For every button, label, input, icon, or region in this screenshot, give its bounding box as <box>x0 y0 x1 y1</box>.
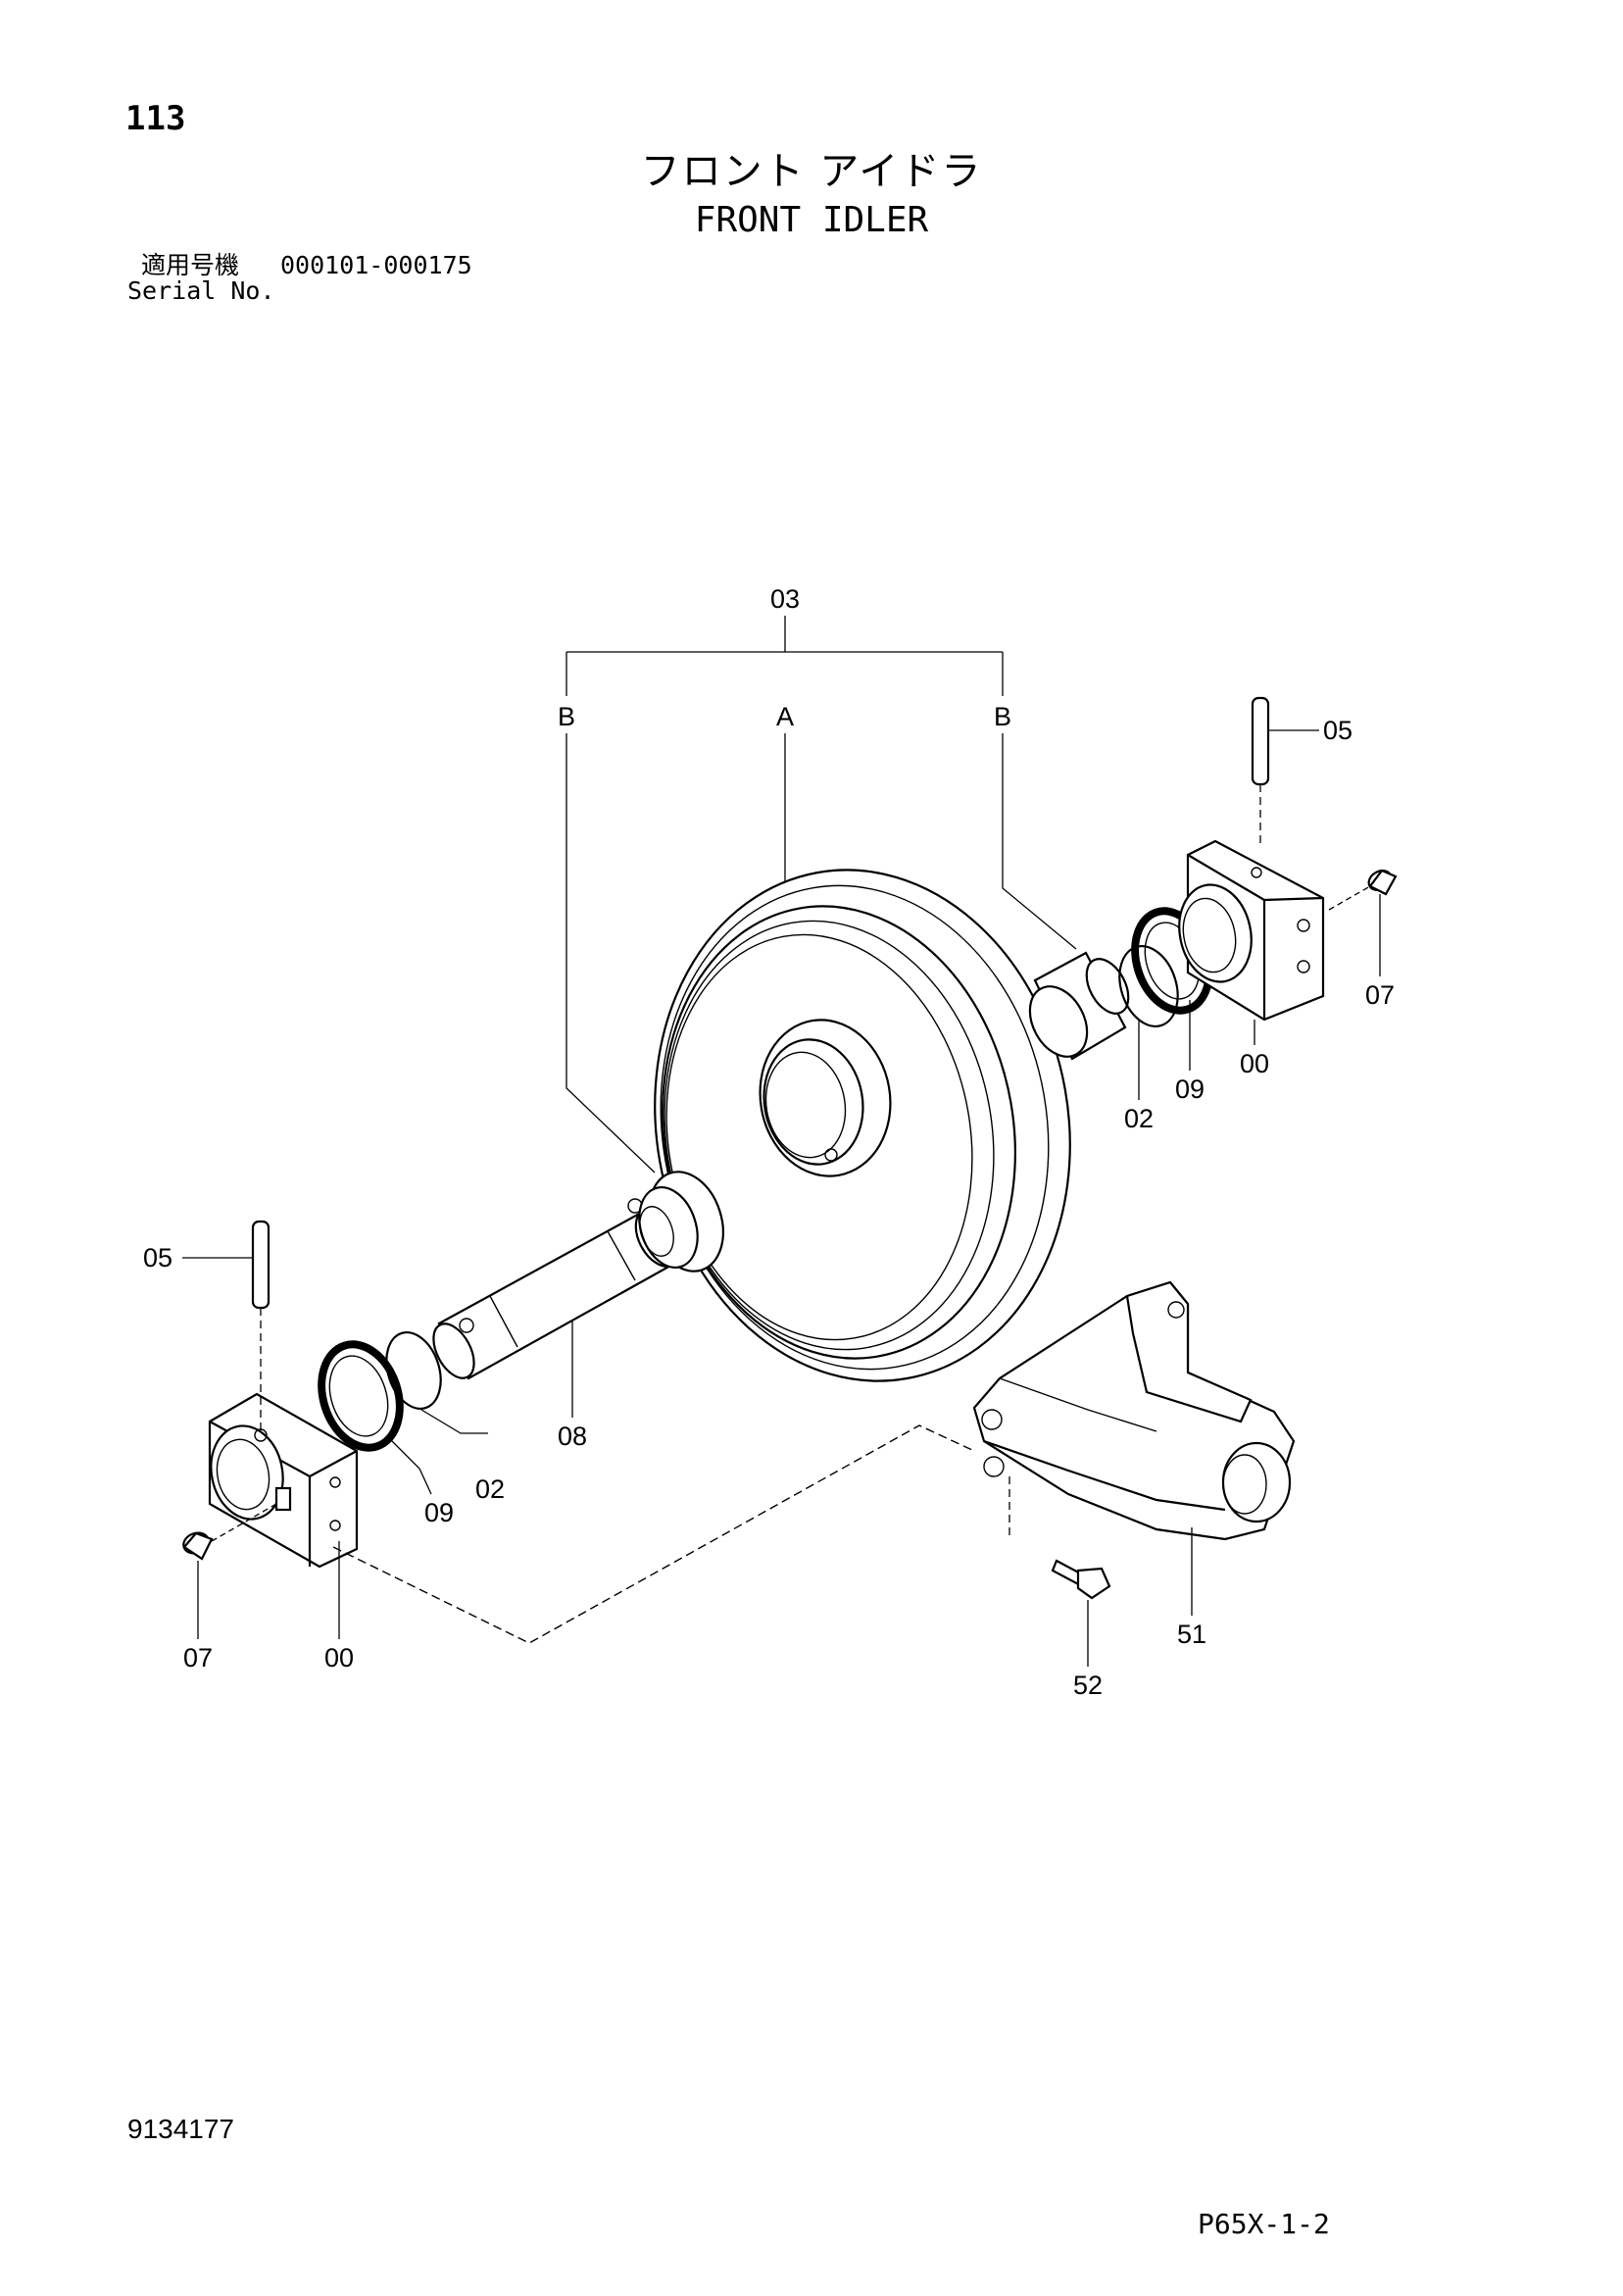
page-number: 113 <box>125 99 186 138</box>
idler-shaft <box>432 1171 724 1380</box>
idler-wheel <box>654 869 1071 1382</box>
callout-09-right: 09 <box>1175 1074 1205 1104</box>
page-title-japanese: フロント アイドラ <box>640 149 983 194</box>
callout-07-left: 07 <box>183 1643 213 1672</box>
bracket-leader-03 <box>566 616 1077 1173</box>
left-o-ring-02 <box>385 1331 488 1434</box>
callout-05-left: 05 <box>143 1243 172 1273</box>
callout-09-left: 09 <box>424 1498 454 1527</box>
callout-02-left: 02 <box>475 1474 505 1504</box>
serial-range: 000101-000175 <box>280 251 472 279</box>
callout-52: 52 <box>1073 1671 1103 1700</box>
page-title: FRONT IDLER <box>694 200 929 240</box>
callout-51: 51 <box>1177 1620 1206 1649</box>
left-pin-05 <box>182 1220 270 1431</box>
callout-03: 03 <box>770 584 800 614</box>
callout-00-left: 00 <box>324 1643 354 1672</box>
callout-a: A <box>776 702 794 731</box>
document-number: 9134177 <box>127 2114 235 2144</box>
right-pin-05 <box>1251 696 1319 843</box>
bolt-52 <box>1008 1476 1111 1667</box>
callout-02-right: 02 <box>1124 1104 1154 1133</box>
callout-07-right: 07 <box>1365 980 1395 1010</box>
callout-00-right: 00 <box>1240 1049 1269 1078</box>
left-seal-09 <box>318 1340 432 1495</box>
callout-05-right: 05 <box>1323 716 1352 745</box>
callout-08: 08 <box>558 1422 587 1451</box>
callout-b-left: B <box>558 702 575 731</box>
assembly-line <box>332 1424 975 1644</box>
serial-label-japanese: 適用号機 <box>141 251 240 279</box>
right-bushing <box>1028 951 1130 1061</box>
callout-b-right: B <box>994 702 1011 731</box>
left-grease-plug-07 <box>182 1503 277 1639</box>
right-grease-plug-07 <box>1328 869 1398 976</box>
left-bracket-00 <box>208 1392 359 1569</box>
right-bracket-00 <box>1178 839 1325 1022</box>
serial-label: Serial No. <box>127 276 275 305</box>
idler-yoke <box>972 1280 1296 1616</box>
page-code: P65X-1-2 <box>1198 2208 1330 2240</box>
